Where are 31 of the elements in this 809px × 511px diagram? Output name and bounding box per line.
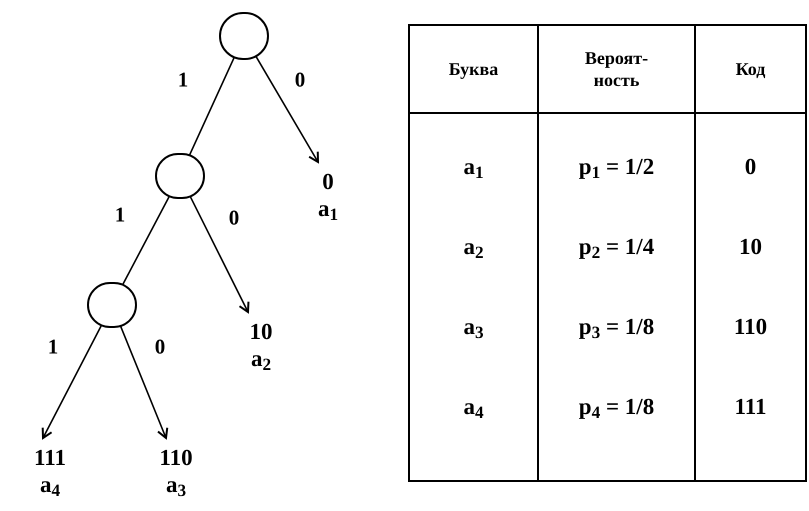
table-cell-text: a$_{3}$ [463, 312, 484, 344]
code-word: 111 [34, 444, 66, 471]
letter-label: a$_{1}$ [318, 195, 338, 222]
header-text: Вероят- ность [584, 47, 650, 91]
table-cell-text: a$_{1}$ [463, 152, 484, 184]
code-word: 10 [250, 318, 272, 345]
edge-label: 1 [48, 336, 58, 358]
header-text: Буква [448, 58, 498, 80]
table-cell-text: 111 [734, 392, 766, 421]
edge-label: 1 [178, 70, 188, 90]
table-cell-text: a$_{4}$ [463, 392, 484, 424]
letter-label: a$_{4}$ [40, 471, 60, 498]
table-cell-text: p$_{4}$ = 1/8 [578, 392, 654, 424]
table-cell-text: p$_{2}$ = 1/4 [578, 232, 654, 264]
code-word: 110 [159, 444, 193, 471]
table-cell-text: 10 [739, 232, 762, 261]
table-cell-text: 0 [744, 152, 756, 181]
edge-label: 0 [154, 336, 166, 358]
letter-label: a$_{3}$ [166, 471, 186, 498]
table-cell-text: a$_{2}$ [463, 232, 484, 264]
code-word: 0 [322, 168, 334, 195]
edge-label: 0 [228, 208, 240, 228]
arrow [255, 56, 319, 163]
edge-label: 0 [294, 70, 306, 90]
letter-label: a$_{2}$ [250, 345, 272, 372]
header-text: Код [736, 58, 766, 80]
table-cell-text: p$_{1}$ = 1/2 [578, 152, 654, 184]
edge-label: 1 [114, 204, 126, 226]
table-cell-text: 110 [734, 312, 768, 341]
table-cell-text: p$_{3}$ = 1/8 [578, 312, 654, 344]
arrow [120, 326, 168, 439]
